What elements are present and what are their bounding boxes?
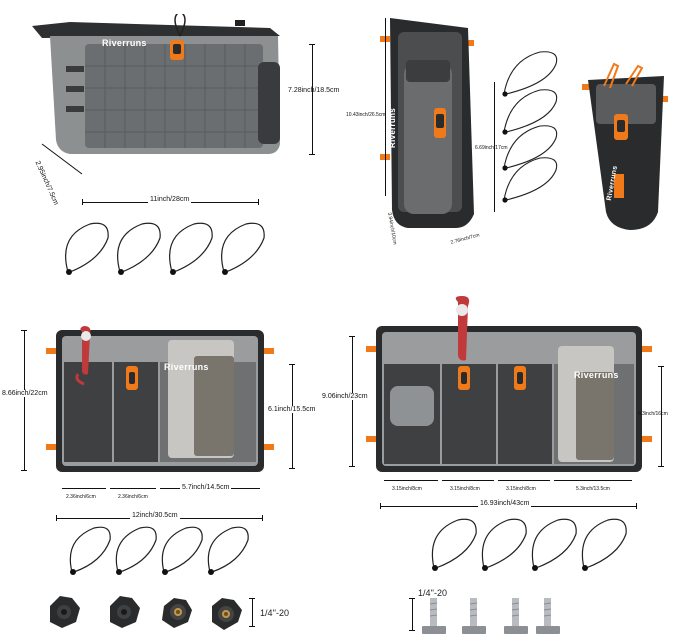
organizer-small-pocket-1: 2.36inch/6cm: [66, 494, 96, 500]
organizer-small-illustration: [46, 326, 274, 472]
organizer-large-pocket-1: 3.15inch/8cm: [392, 486, 422, 492]
brand-label: Riverruns: [102, 38, 147, 48]
mounting-knobs: [50, 596, 242, 630]
organizer-small-width-label: 12inch/30.5cm: [130, 512, 180, 519]
brand-label-organizer-large: Riverruns: [574, 370, 619, 380]
bottle-inner-height-label: 6.69inch/17cm: [475, 145, 508, 151]
width-label: 11inch/28cm: [148, 196, 192, 203]
organizer-large-illustration: [366, 296, 652, 472]
t-bolts: [422, 598, 560, 634]
organizer-large-height-label: 9.06inch/23cm: [322, 393, 368, 400]
organizer-large-height-line: [352, 336, 353, 466]
organizer-small-pocket-3: 5.7inch/14.5cm: [180, 484, 232, 491]
organizer-small-height-line: [24, 330, 25, 470]
organizer-small-height-label: 8.66inch/22cm: [2, 390, 48, 397]
brand-label-vertical: Riverruns: [388, 107, 397, 148]
elastic-cord-set-3: [69, 526, 249, 575]
knob-thread-line: [252, 598, 253, 626]
organizer-small-pocket-height-line: [292, 364, 293, 468]
height-dimension-line: [312, 44, 313, 154]
organizer-small-pocket-height-label: 6.1inch/15.5cm: [268, 406, 316, 413]
elastic-cord-set-2: [502, 51, 558, 203]
organizer-large-width-label: 16.93inch/43cm: [478, 500, 532, 507]
brand-label-organizer-small: Riverruns: [164, 362, 209, 372]
organizer-small: Riverruns: [44, 326, 276, 476]
bolt-thread-label: 1/4''-20: [418, 588, 447, 598]
bottle-inner-height-line: [494, 82, 495, 212]
organizer-large-pocket-2: 3.15inch/8cm: [450, 486, 480, 492]
organizer-large: Riverruns: [364, 296, 654, 474]
elastic-cord-set-1: [65, 222, 265, 275]
small-holder: Riverruns: [580, 62, 672, 232]
organizer-small-pocket-2: 2.36inch/6cm: [118, 494, 148, 500]
bottle-holder-illustration: [380, 18, 474, 228]
bolt-thread-line: [412, 598, 413, 630]
small-holder-illustration: [582, 62, 668, 230]
top-left-bag: Riverruns: [30, 11, 285, 164]
organizer-large-pocket-height-label: 6.3inch/16cm: [638, 411, 668, 417]
top-left-bag-illustration: [32, 11, 280, 154]
organizer-large-pocket-3: 3.15inch/8cm: [506, 486, 536, 492]
bottle-height-label: 10.43inch/26.5cm: [346, 112, 386, 118]
bottle-holder: Riverruns: [378, 14, 478, 236]
organizer-large-pocket-height-line: [661, 366, 662, 466]
elastic-cord-set-4: [431, 518, 627, 571]
height-label: 7.28inch/18.5cm: [288, 87, 340, 94]
bottle-height-line: [385, 18, 386, 196]
depth-dimension: [36, 140, 96, 180]
organizer-large-pocket-4: 5.3inch/13.5cm: [576, 486, 610, 492]
knob-thread-label: 1/4''-20: [260, 608, 289, 618]
